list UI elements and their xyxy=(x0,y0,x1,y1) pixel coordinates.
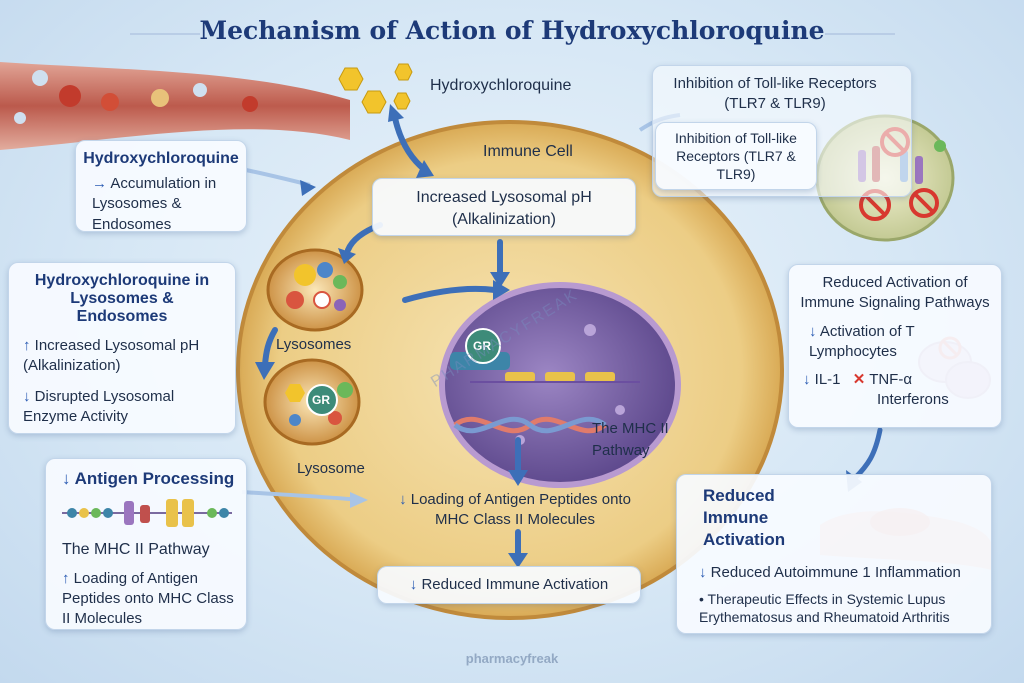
drug-molecule xyxy=(393,92,411,110)
blood-cell xyxy=(14,112,26,124)
gr-complex-nucleus xyxy=(465,328,501,364)
nucleolus xyxy=(615,405,625,415)
antigen-chain-icon xyxy=(62,499,232,527)
panel-reduced-activation: Reduced Immune Activation ↓ Reduced Auto… xyxy=(676,474,992,634)
lysosome-upper xyxy=(266,248,364,332)
gr-label-nucleus: GR xyxy=(473,339,491,353)
title-line-left xyxy=(130,33,200,35)
drug-molecule xyxy=(394,63,413,81)
blood-cell xyxy=(59,85,81,107)
drug-molecule xyxy=(361,90,387,114)
lysosomes-label: Lysosomes xyxy=(276,336,352,353)
drug-label: Hydroxychloroquine xyxy=(430,77,572,94)
panel-accumulation: Hydroxychloroquine → Accumulation in Lys… xyxy=(75,140,247,233)
blood-vessel xyxy=(0,62,350,150)
cell-label: Immune Cell xyxy=(483,143,573,160)
blood-cell xyxy=(193,83,207,97)
gr-complex-lysosome xyxy=(306,384,338,416)
footer-brand: pharmacyfreak xyxy=(465,651,559,666)
ph-box: Increased Lysosomal pH (Alkalinization) xyxy=(372,178,636,236)
tlr-top-text: Inhibition of Toll-like Receptors (TLR7 … xyxy=(673,75,877,113)
tlr-box: Inhibition of Toll-like Receptors (TLR7 … xyxy=(655,122,817,190)
connector-head xyxy=(350,492,368,508)
page-title: Mechanism of Action of Hydroxychloroquin… xyxy=(199,16,825,45)
panel-signaling: Reduced Activation of Immune Signaling P… xyxy=(788,264,1002,428)
drug-molecule xyxy=(338,67,364,91)
blood-cell xyxy=(101,93,119,111)
title-line-right xyxy=(825,33,895,35)
blood-cell xyxy=(242,96,258,112)
gr-label: GR xyxy=(312,393,330,407)
reduced-activation-box: ↓ Reduced Immune Activation xyxy=(377,566,641,604)
blood-cell xyxy=(151,89,169,107)
panel-lysosomes-endosomes: Hydroxychloroquine in Lysosomes & Endoso… xyxy=(8,262,236,434)
panel-antigen-processing: ↓ Antigen Processing The MHC II Pathway … xyxy=(45,458,247,630)
mhc-pathway-label: The MHC II Pathway xyxy=(592,420,669,459)
center-loading-text: ↓ Loading of Antigen Peptides onto MHC C… xyxy=(399,491,631,529)
nucleus xyxy=(439,282,681,488)
blood-cell xyxy=(32,70,48,86)
connector-head xyxy=(300,180,316,196)
lysosome-label: Lysosome xyxy=(297,460,365,477)
nucleolus xyxy=(584,324,596,336)
